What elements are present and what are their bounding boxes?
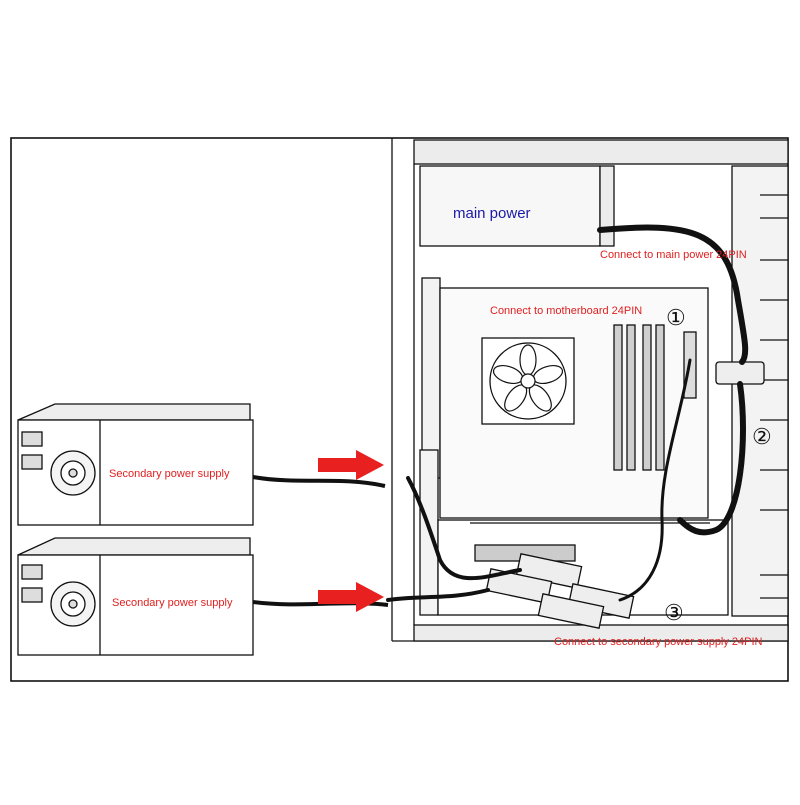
arrow-upper-icon: [318, 450, 384, 480]
label-connect-secondary: Connect to secondary power supply 24PIN: [554, 636, 763, 648]
secondary-psu-1: [17, 403, 254, 526]
label-main-power: main power: [453, 205, 531, 222]
io-shield: [421, 277, 441, 479]
marker-3: ③: [664, 600, 684, 625]
marker-1: ①: [666, 305, 686, 330]
pc-case: [391, 138, 789, 642]
cable-inline-down: [677, 381, 746, 536]
case-bottom-panel: [413, 624, 789, 642]
case-top-panel: [413, 139, 789, 165]
cable-main-to-inline: [597, 224, 749, 365]
label-secondary-psu-2: Secondary power supply: [112, 597, 233, 609]
cable-psu-upper-in: [406, 476, 522, 581]
drive-bay-vents: [760, 194, 788, 599]
psu-1-cable: [252, 475, 386, 488]
adapter-connectors: [485, 553, 635, 629]
cable-mb-to-adapter: [618, 358, 692, 602]
inline-24pin-connector: [715, 361, 765, 385]
secondary-psu-2: [17, 537, 254, 656]
main-power-supply-side: [599, 165, 615, 247]
ram-slots: [613, 324, 665, 471]
arrow-lower-icon: [318, 582, 384, 612]
label-connect-main-power: Connect to main power 24PIN: [600, 249, 747, 261]
cable-psu-lower-in: [386, 588, 490, 602]
fan-icon: [492, 344, 564, 412]
label-connect-motherboard: Connect to motherboard 24PIN: [490, 305, 643, 317]
cables: [386, 224, 749, 602]
marker-2: ②: [752, 424, 772, 449]
label-secondary-psu-1: Secondary power supply: [109, 468, 230, 480]
